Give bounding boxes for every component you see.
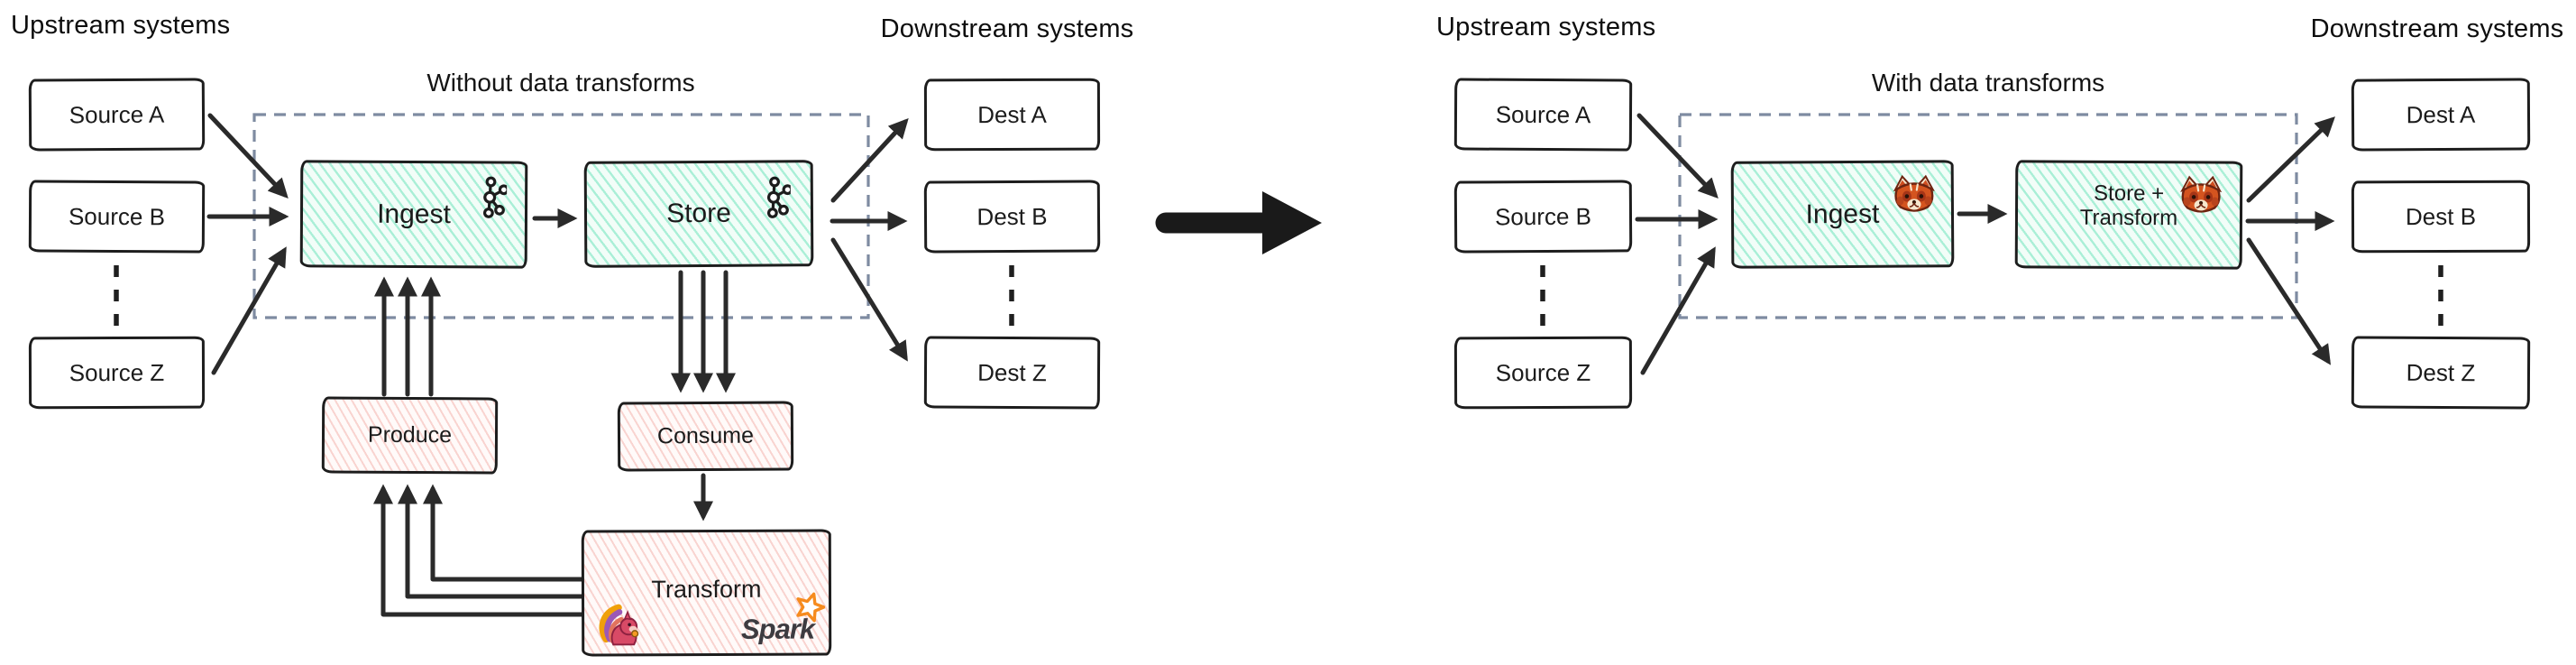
right-downstream-label: Downstream systems: [2310, 14, 2564, 43]
left-dest-b-box: Dest B: [923, 180, 1101, 254]
produce-label: Produce: [367, 421, 453, 448]
right-title: With data transforms: [1871, 69, 2105, 97]
left-dest-z-box: Dest Z: [923, 336, 1101, 410]
transform-box: Transform Spark: [581, 529, 832, 657]
left-source-z-label: Source Z: [69, 358, 165, 386]
arrow-r-storetransform-to-destZ: [2246, 237, 2332, 365]
spark-star-icon: [796, 592, 826, 623]
right-store-transform-box: Store + Transform: [2014, 160, 2243, 270]
left-source-a-box: Source A: [28, 78, 206, 152]
arrow-sourceZ-to-ingest: [211, 246, 287, 375]
kafka-logo-icon: [766, 176, 792, 218]
left-upstream-label: Upstream systems: [11, 11, 231, 40]
arrow-transform-to-produce-2: [397, 484, 587, 599]
right-dest-a-label: Dest A: [2406, 100, 2476, 128]
apache-spark-logo: Spark: [740, 592, 826, 645]
right-dest-z-label: Dest Z: [2406, 358, 2476, 386]
apache-flink-squirrel-icon: [599, 604, 639, 646]
right-upstream-label: Upstream systems: [1436, 13, 1656, 42]
consume-box: Consume: [617, 401, 794, 472]
left-source-a-label: Source A: [69, 100, 165, 128]
left-dest-z-label: Dest Z: [977, 358, 1047, 386]
left-dest-b-label: Dest B: [976, 202, 1048, 230]
right-dest-b-label: Dest B: [2405, 202, 2477, 230]
arrow-r-storetransform-to-destA: [2246, 116, 2335, 203]
right-source-b-label: Source B: [1494, 202, 1592, 230]
produce-box: Produce: [321, 396, 499, 475]
right-source-z-label: Source Z: [1495, 358, 1591, 386]
arrow-store-to-destZ: [830, 237, 908, 362]
arrow-r-sourceZ-to-ingest: [1640, 246, 1716, 375]
left-ingest-label: Ingest: [377, 199, 451, 229]
redpanda-logo-icon: [2180, 175, 2223, 213]
left-title: Without data transforms: [426, 69, 695, 97]
arrow-store-to-destA: [830, 117, 909, 203]
right-source-a-box: Source A: [1453, 78, 1633, 152]
right-ingest-label: Ingest: [1805, 199, 1880, 229]
left-dest-a-box: Dest A: [923, 78, 1101, 152]
left-source-b-box: Source B: [28, 180, 206, 254]
transition-arrow: [1155, 191, 1322, 254]
left-downstream-label: Downstream systems: [880, 14, 1134, 43]
spark-wordmark: Spark: [740, 613, 815, 645]
right-ingest-box: Ingest: [1730, 160, 1955, 269]
right-dest-z-box: Dest Z: [2351, 336, 2531, 410]
right-source-b-box: Source B: [1453, 180, 1633, 254]
arrow-transform-to-produce-3: [372, 484, 587, 617]
consume-label: Consume: [656, 422, 755, 449]
right-source-a-label: Source A: [1495, 100, 1591, 128]
right-dest-b-box: Dest B: [2351, 180, 2531, 254]
left-ingest-box: Ingest: [299, 160, 528, 269]
left-source-b-label: Source B: [68, 202, 166, 230]
arrow-sourceA-to-ingest: [207, 113, 289, 199]
left-dest-a-label: Dest A: [977, 100, 1047, 128]
left-store-label: Store: [666, 198, 731, 229]
left-source-z-box: Source Z: [28, 336, 206, 410]
arrow-transform-to-produce-1: [422, 484, 587, 582]
left-store-box: Store: [583, 160, 814, 268]
redpanda-logo-icon: [1893, 174, 1935, 212]
right-source-z-box: Source Z: [1453, 336, 1633, 410]
right-dest-a-box: Dest A: [2351, 78, 2531, 152]
arrow-r-sourceA-to-ingest: [1636, 113, 1719, 199]
kafka-logo-icon: [482, 176, 508, 218]
